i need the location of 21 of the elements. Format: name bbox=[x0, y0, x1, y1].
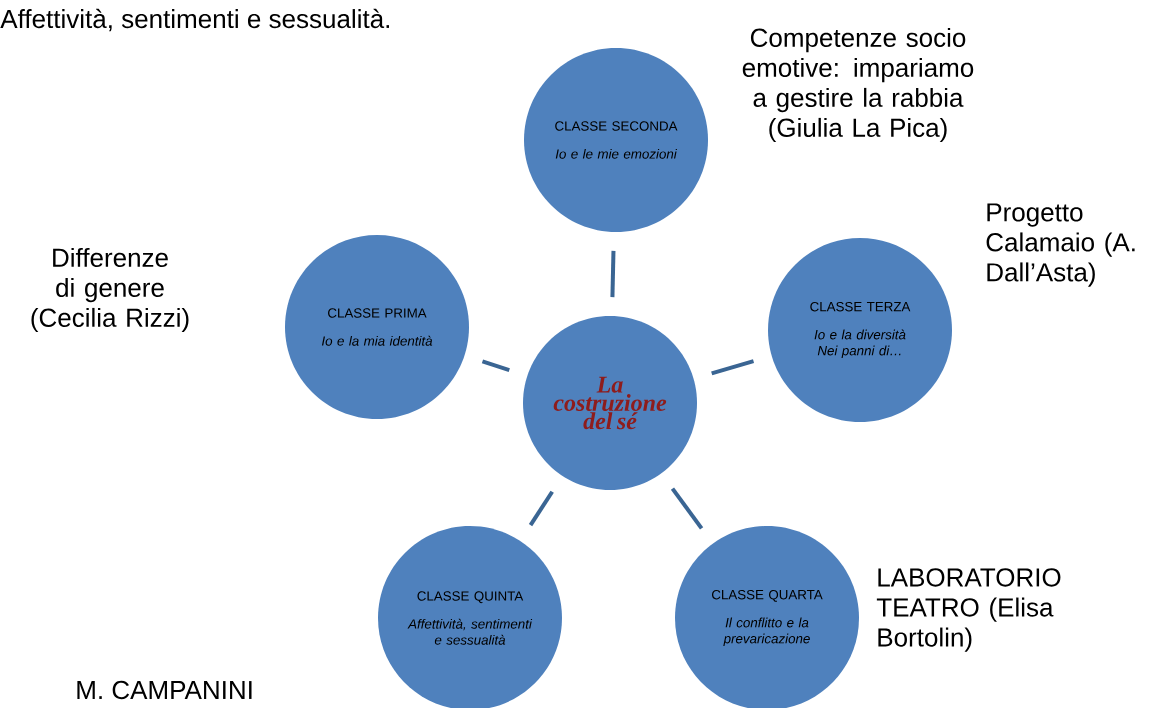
project-caption: Progetto Calamaio (A. Dall’Asta) bbox=[986, 203, 1135, 287]
project-caption: Competenze socio emotive: impariamo a gestire la rabbia (Giulia La Pica) bbox=[742, 27, 974, 143]
circle-node bbox=[524, 48, 708, 232]
circle-node bbox=[768, 238, 952, 422]
circle-node bbox=[285, 235, 469, 419]
circle-text: CLASSE SECONDA Io e le mie emozioni bbox=[555, 121, 678, 159]
note-text: Affettività, sentimenti e sessualità. bbox=[0, 8, 389, 32]
circle-text: CLASSE TERZA Io e la diversità Nei panni di… bbox=[810, 301, 911, 359]
connector-line bbox=[481, 359, 510, 373]
connector-line bbox=[711, 359, 755, 376]
connector-line bbox=[528, 490, 554, 527]
project-caption: LABORATORIO TEATRO (Elisa Bortolin) bbox=[876, 568, 1061, 652]
circle-text: CLASSE PRIMA Io e la mia identità bbox=[321, 308, 433, 346]
connector-line bbox=[610, 250, 616, 298]
project-caption: Differenze di genere (Cecilia Rizzi) bbox=[31, 247, 189, 333]
circle-text: CLASSE QUINTA Affettività, sentimenti e sessualità bbox=[407, 591, 533, 645]
circle-node bbox=[523, 316, 697, 490]
connector-line bbox=[670, 487, 704, 530]
circle-text: CLASSE QUARTA Il conflitto e la prevaricazione bbox=[712, 589, 823, 647]
circle-text: La costruzione del sé bbox=[553, 376, 667, 430]
note-text: M. CAMPANINI bbox=[77, 680, 252, 700]
